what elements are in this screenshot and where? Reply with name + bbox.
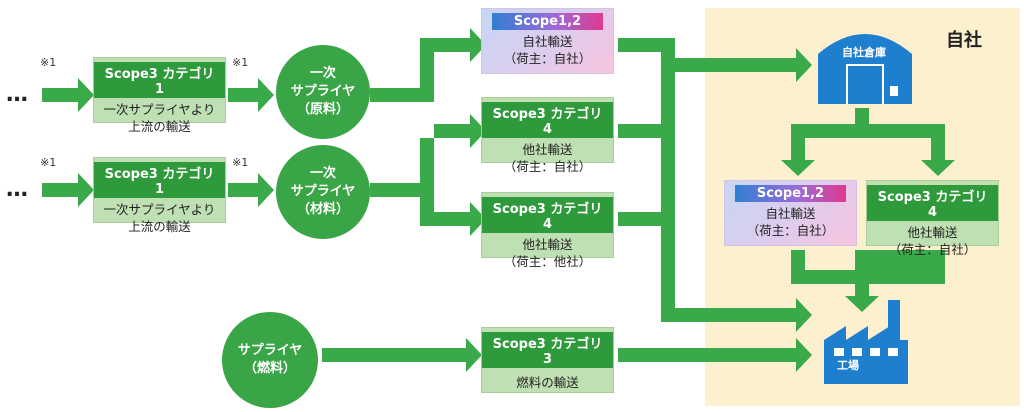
transport-other-shipper-own-box: Scope3 カテゴリ 4 他社輸送 （荷主：自社） [481,97,614,174]
category-tag: Scope3 カテゴリ 1 [94,62,225,98]
scope-tag: Scope1,2 [491,13,604,30]
arrow-warehouse-split [781,108,955,176]
arrow-cat4b-merge [618,212,661,226]
supplier-line: 一次 [309,66,336,81]
factory-label: 工場 [837,359,859,372]
supplier-line: サプライヤ [237,343,303,358]
arrow-supplier1-branch [370,28,486,148]
box-line: 自社輸送 [765,206,816,221]
supplier-line: （材料） [296,202,349,217]
internal-other-transport-box: Scope3 カテゴリ 4 他社輸送 （荷主：自社） [866,180,999,257]
supplier-line: （原料） [296,102,349,117]
box-line: （荷主：自社） [503,159,592,174]
arrow-cat4a-merge [618,124,661,138]
supplier-line: （燃料） [243,361,296,376]
category-tag: Scope3 カテゴリ 1 [94,162,225,198]
arrow-merge-to-factory [661,52,812,332]
arrow-fuel-to-factory [618,338,812,372]
arrow-row2-in [42,173,94,207]
arrow-internal-to-factory [791,250,945,312]
fuel-transport-box: Scope3 カテゴリ 3 燃料の輸送 [481,327,614,393]
ellipsis-row2: … [6,177,29,202]
box-line: 燃料の輸送 [516,375,579,390]
note-mark-2: ※1 [232,56,249,69]
supplier-line: サプライヤ [290,84,356,99]
ellipsis-row1: … [6,82,29,107]
box-line: 一次サプライヤより [103,202,216,217]
box-line: 他社輸送 [522,142,573,157]
box-line: 一次サプライヤより [103,102,216,117]
warehouse-icon [818,34,912,104]
supplier-line: 一次 [309,166,336,181]
note-mark-3: ※1 [40,156,57,169]
box-line: （荷主：自社） [746,223,835,238]
transport-own-box: Scope1,2 自社輸送 （荷主：自社） [481,8,614,74]
arrow-row1-in [42,78,94,112]
category-tag: Scope3 カテゴリ 4 [482,102,613,138]
arrow-scope12-to-warehouse [618,38,812,82]
arrow-row1-to-supplier [228,78,274,112]
supplier-fuel-circle: サプライヤ （燃料） [222,312,318,408]
upstream-transport-box-1: Scope3 カテゴリ 1 一次サプライヤより 上流の輸送 [93,57,226,134]
box-line: 上流の輸送 [128,119,191,134]
box-line: 自社輸送 [522,34,573,49]
arrow-supplier2-branch [370,138,486,236]
arrow-fuel-supplier [322,338,482,372]
box-line: （荷主：他社） [503,254,592,269]
box-line: （荷主：自社） [888,242,977,257]
supplier-raw-circle: 一次 サプライヤ （原料） [276,45,370,139]
note-mark-1: ※1 [40,56,57,69]
scope-tag: Scope1,2 [734,185,847,202]
supplier-line: サプライヤ [290,184,356,199]
warehouse-label: 自社倉庫 [842,46,886,59]
upstream-transport-box-2: Scope3 カテゴリ 1 一次サプライヤより 上流の輸送 [93,157,226,234]
factory-icon [824,300,908,384]
own-company-title: 自社 [946,30,982,51]
supplier-material-circle: 一次 サプライヤ （材料） [276,145,370,239]
box-line: 上流の輸送 [128,219,191,234]
box-line: 他社輸送 [522,237,573,252]
box-line: 他社輸送 [907,225,958,240]
box-line: （荷主：自社） [503,51,592,66]
arrow-row2-to-supplier [228,173,274,207]
category-tag: Scope3 カテゴリ 4 [867,185,998,221]
transport-other-shipper-other-box: Scope3 カテゴリ 4 他社輸送 （荷主：他社） [481,192,614,269]
internal-own-transport-box: Scope1,2 自社輸送 （荷主：自社） [724,180,857,246]
category-tag: Scope3 カテゴリ 4 [482,197,613,233]
category-tag: Scope3 カテゴリ 3 [482,332,613,368]
note-mark-4: ※1 [232,156,249,169]
